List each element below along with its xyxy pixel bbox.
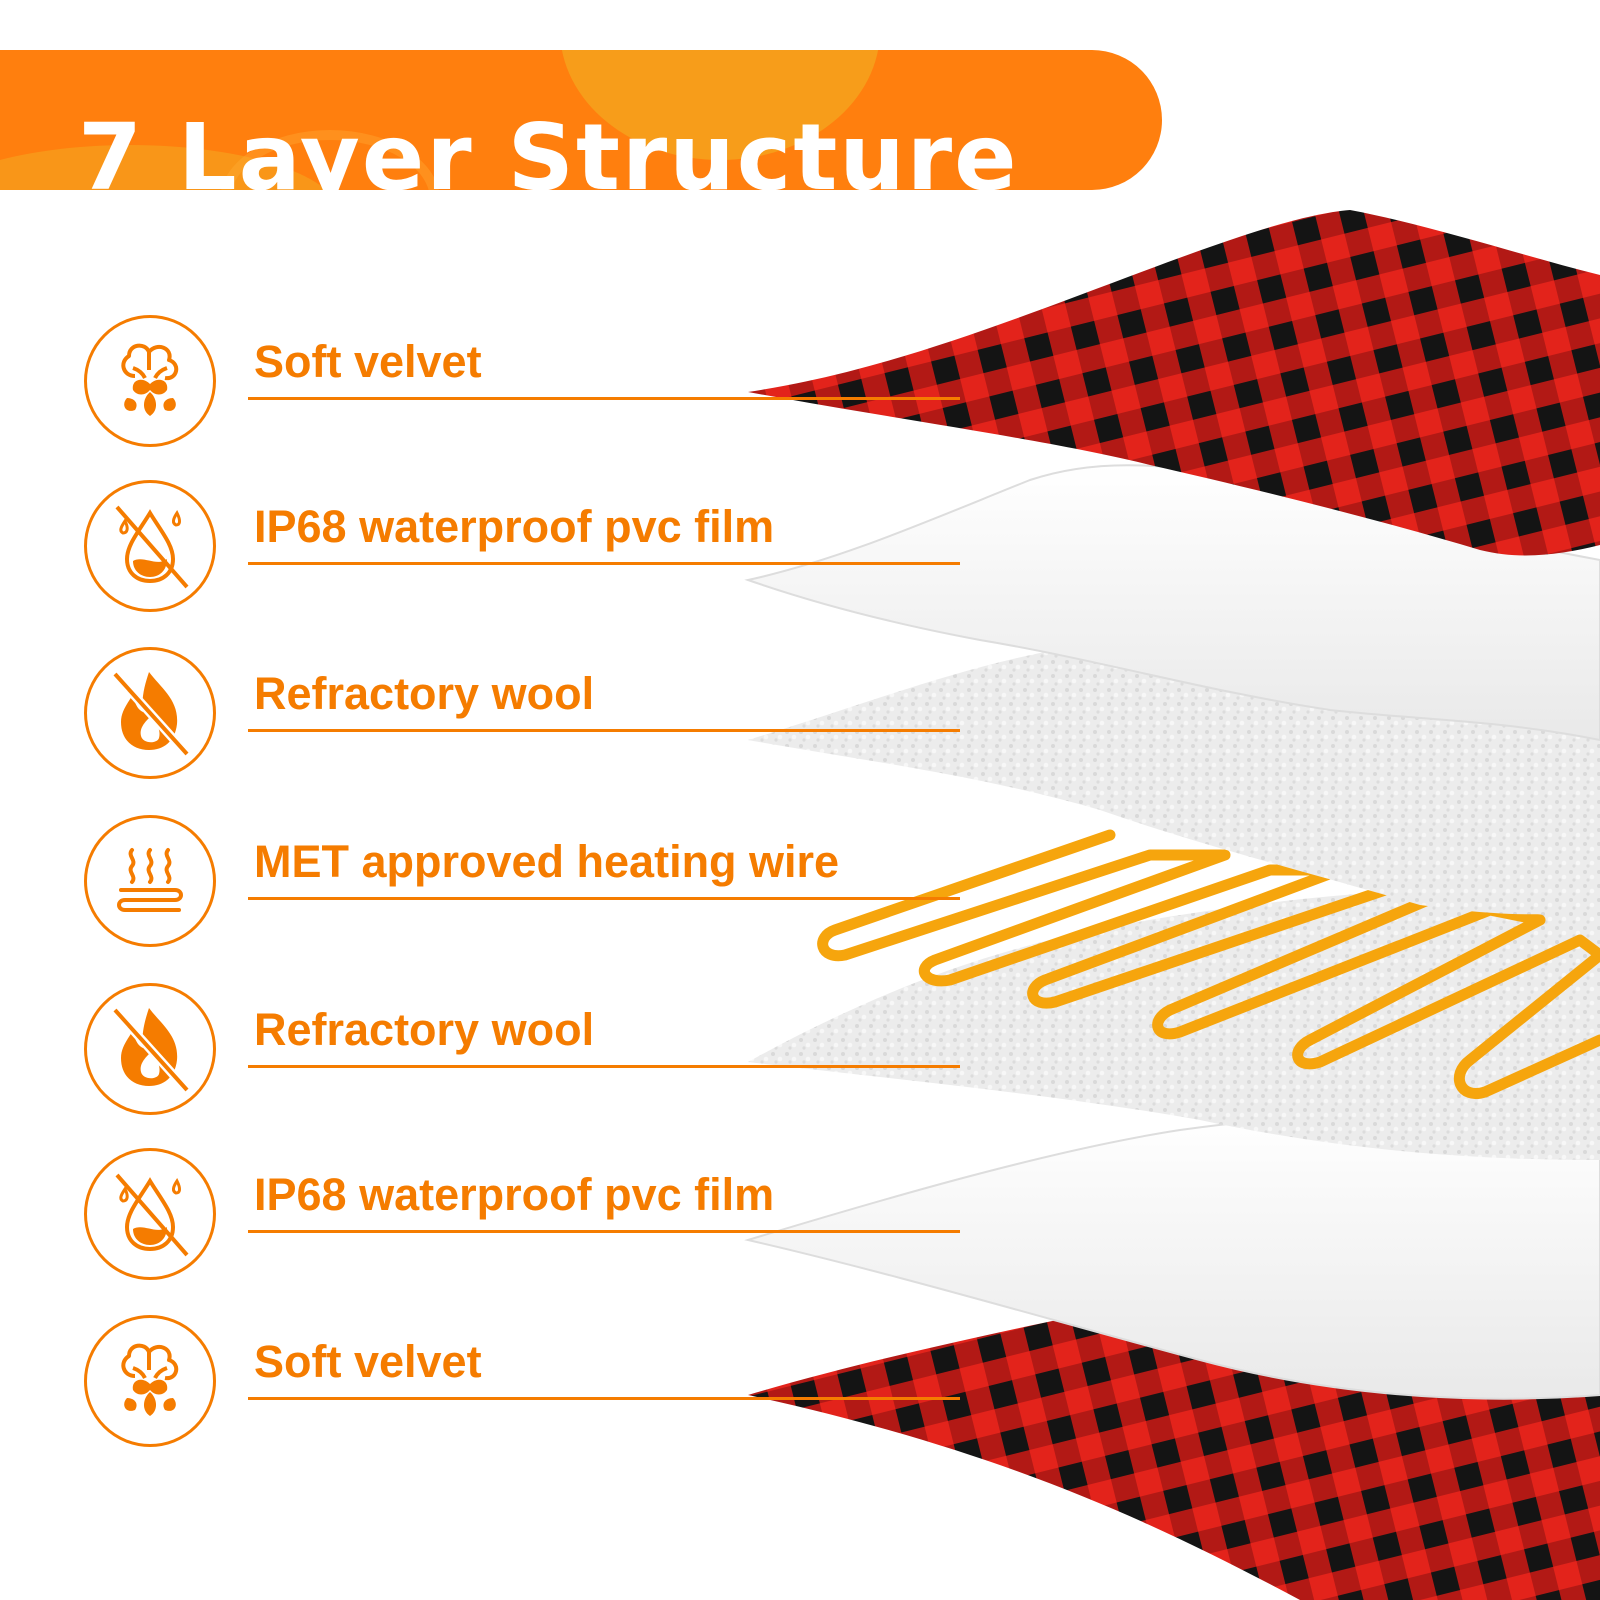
layer-row: IP68 waterproof pvc film	[0, 480, 1000, 620]
cotton-flower-icon	[84, 315, 216, 447]
no-fire-icon	[84, 983, 216, 1115]
top-velvet-layer	[748, 210, 1600, 556]
cotton-flower-icon	[84, 1315, 216, 1447]
leader-line	[248, 397, 960, 400]
layer-row: Refractory wool	[0, 647, 1000, 787]
layer-row: Soft velvet	[0, 315, 1000, 455]
leader-line	[248, 1397, 960, 1400]
layer-label: Soft velvet	[254, 1336, 482, 1387]
layer-row: Refractory wool	[0, 983, 1000, 1123]
title-banner: 7 Layer Structure	[0, 50, 1162, 190]
no-water-drop-icon	[84, 480, 216, 612]
layer-row: MET approved heating wire	[0, 815, 1000, 955]
layer-label: IP68 waterproof pvc film	[254, 501, 775, 552]
page-title: 7 Layer Structure	[78, 104, 1019, 191]
leader-line	[248, 562, 960, 565]
leader-line	[248, 729, 960, 732]
layer-row: IP68 waterproof pvc film	[0, 1148, 1000, 1288]
layer-label: MET approved heating wire	[254, 836, 840, 887]
leader-line	[248, 1230, 960, 1233]
layer-label: Refractory wool	[254, 1004, 595, 1055]
heat-waves-icon	[84, 815, 216, 947]
layer-row: Soft velvet	[0, 1315, 1000, 1455]
layer-label: IP68 waterproof pvc film	[254, 1169, 775, 1220]
bottom-film-layer	[744, 1114, 1600, 1400]
top-film-layer	[744, 464, 1600, 742]
leader-line	[248, 1065, 960, 1068]
layer-label: Refractory wool	[254, 668, 595, 719]
leader-line	[248, 897, 960, 900]
no-fire-icon	[84, 647, 216, 779]
layer-label: Soft velvet	[254, 336, 482, 387]
no-water-drop-icon	[84, 1148, 216, 1280]
